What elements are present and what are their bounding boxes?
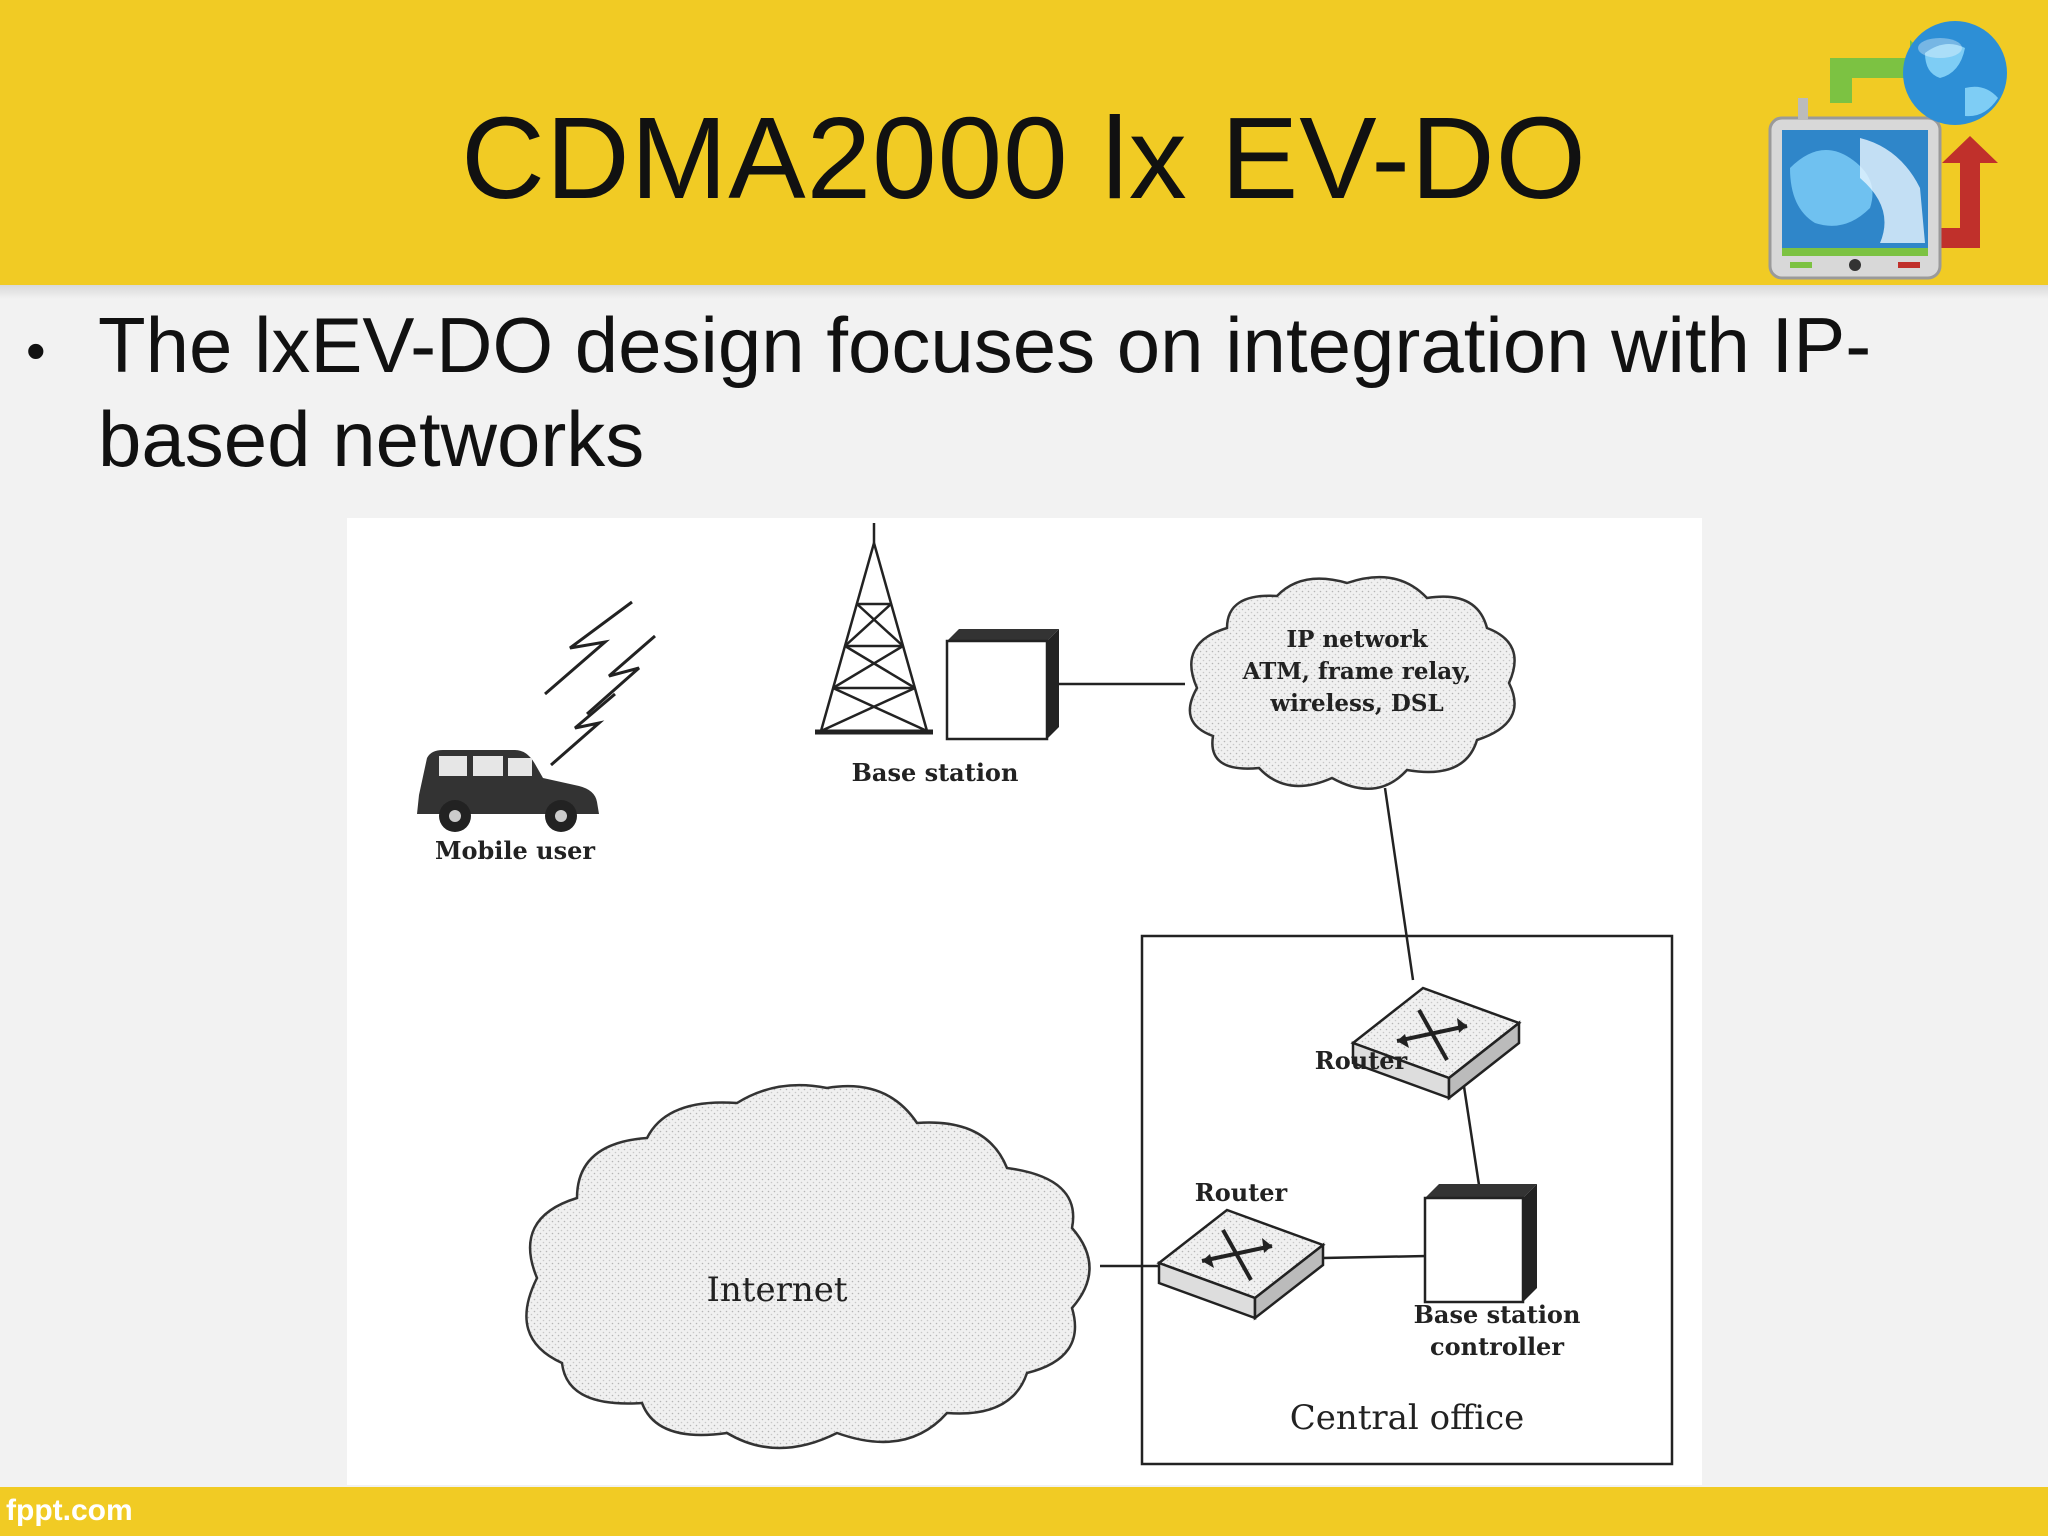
central-office-box [1140, 934, 1674, 1466]
internet-cloud [525, 1083, 1091, 1450]
car-icon [417, 750, 599, 832]
mobile-globe-logo-icon [1768, 21, 2007, 280]
banner-shadow [0, 285, 2048, 299]
bsc-label-2: controller [1430, 1332, 1564, 1361]
footer-brand: fppt.com [6, 1494, 133, 1527]
network-diagram: Mobile user Base station IP network ATM,… [347, 518, 1702, 1485]
base-station-cube-icon [945, 629, 1059, 741]
ip-network-label-2: ATM, frame relay, [1242, 658, 1472, 685]
router-top-icon [1350, 986, 1522, 1101]
diagram-drawing [417, 523, 1674, 1466]
ip-network-label-1: IP network [1286, 626, 1428, 653]
network-links [1057, 682, 1481, 1268]
mobile-user-label: Mobile user [434, 836, 596, 865]
ip-network-label-3: wireless, DSL [1270, 690, 1444, 717]
bsc-label-1: Base station [1413, 1300, 1581, 1329]
slide-title: CDMA2000 lx EV-DO [461, 93, 1587, 223]
base-station-label: Base station [851, 758, 1019, 787]
bullet-marker: • [26, 319, 46, 382]
router-bottom-icon [1156, 1208, 1326, 1321]
bullet-text: The lxEV-DO design focuses on integratio… [98, 301, 1872, 483]
antenna-tower-icon [815, 523, 933, 735]
footer-bar [0, 1487, 2048, 1536]
router-top-label: Router [1314, 1046, 1408, 1075]
router-bottom-label: Router [1194, 1178, 1288, 1207]
internet-label: Internet [706, 1270, 848, 1310]
ip-network-cloud [1188, 575, 1516, 790]
base-station-controller-cube-icon [1423, 1184, 1537, 1304]
wireless-signal-icon [544, 600, 656, 767]
central-office-label: Central office [1289, 1398, 1525, 1438]
title-banner [0, 0, 2048, 285]
